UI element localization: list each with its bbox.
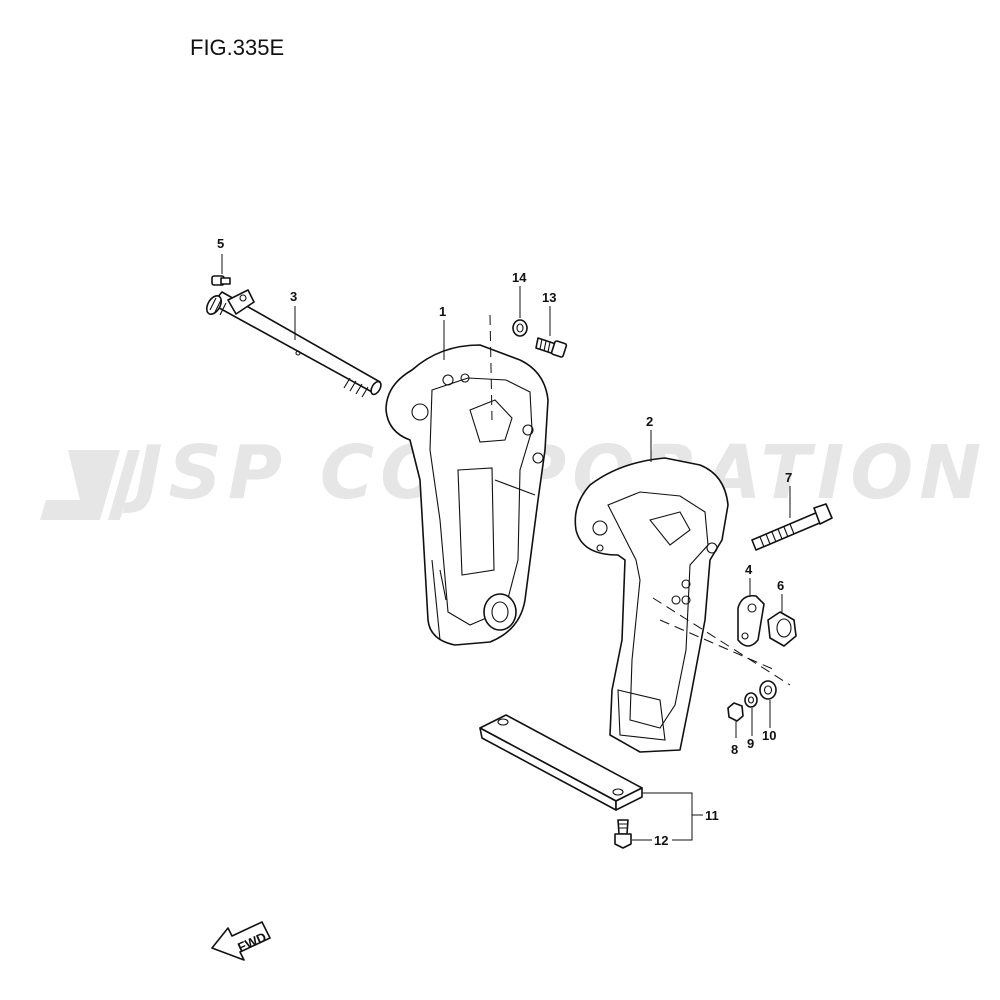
callout-2: 2 — [646, 414, 653, 429]
callout-13: 13 — [542, 290, 556, 305]
callout-1: 1 — [439, 304, 446, 319]
fwd-arrow-icon: FWD — [211, 921, 271, 961]
callout-4: 4 — [745, 562, 753, 577]
assembly-lines — [489, 314, 791, 686]
part-14-washer — [512, 319, 528, 337]
callout-5: 5 — [217, 236, 224, 251]
watermark-logo-icon — [40, 450, 140, 520]
callout-9: 9 — [747, 736, 754, 751]
part-1-clamp-bracket — [385, 344, 549, 646]
watermark-text: JSP CORPORATION — [122, 430, 987, 516]
part-5-bolt — [211, 275, 231, 286]
part-11-plate — [479, 714, 643, 811]
figure-title: FIG.335E — [190, 35, 284, 60]
part-3-shaft — [205, 289, 382, 398]
part-2-clamp-bracket — [574, 457, 729, 753]
part-6-nut — [767, 611, 797, 647]
leader-lines — [221, 254, 791, 841]
part-10-washer — [759, 680, 777, 700]
callout-3: 3 — [290, 289, 297, 304]
part-12-bolt — [614, 819, 632, 849]
part-4-plate — [737, 594, 765, 647]
watermark: JSP CORPORATION — [40, 430, 987, 520]
callout-11: 11 — [705, 808, 719, 823]
callout-14: 14 — [512, 270, 527, 285]
part-9-washer — [744, 692, 758, 708]
part-13-bolt — [535, 337, 568, 358]
callout-7: 7 — [785, 470, 792, 485]
callout-labels: 5 3 14 13 1 2 7 4 6 8 9 10 11 12 — [217, 236, 792, 848]
callout-8: 8 — [731, 742, 738, 757]
callout-10: 10 — [762, 728, 776, 743]
part-8-nut — [727, 702, 744, 722]
callout-6: 6 — [777, 578, 784, 593]
part-7-bolt — [751, 503, 833, 551]
callout-12: 12 — [654, 833, 668, 848]
